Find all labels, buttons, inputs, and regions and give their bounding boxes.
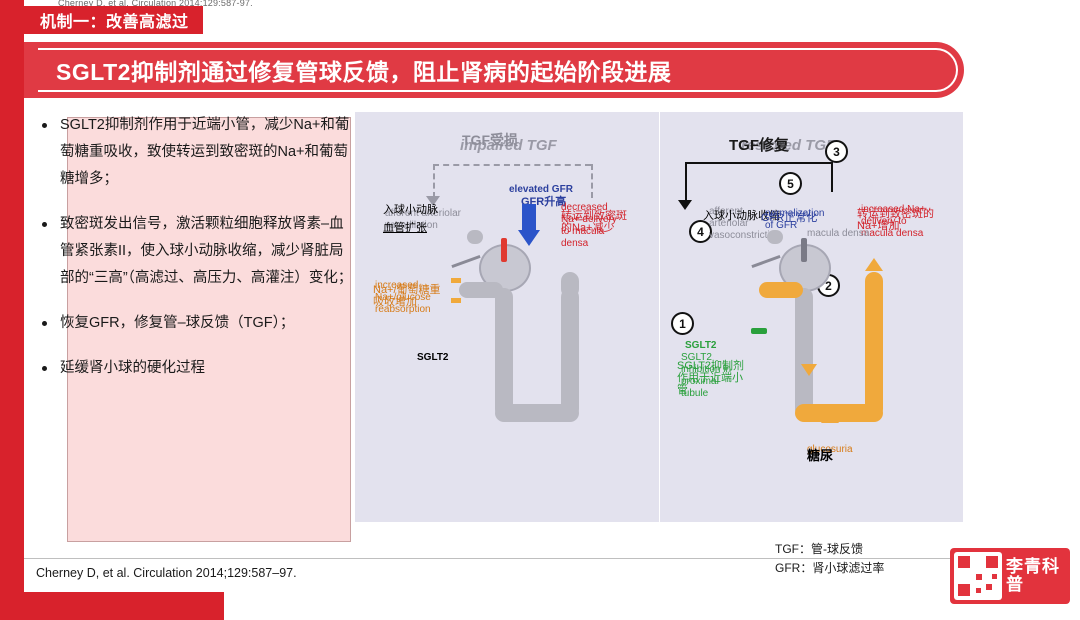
increased-na-glucose-cn-label: Na+/葡萄糖重吸收增加 xyxy=(373,284,441,308)
flow-arrow-right-1 xyxy=(801,364,817,376)
right-header-en: restored TGF xyxy=(741,137,836,154)
step-1-marker: 1 xyxy=(671,312,694,335)
efferent-arteriole-left xyxy=(451,254,481,269)
feedback-arc-right xyxy=(685,162,831,164)
gfr-arrow-shaft-left xyxy=(522,204,536,232)
increased-na-md-cn-label: 转运到致密斑的Na+增加 xyxy=(857,208,934,232)
na-glucose-arrow-left-1 xyxy=(451,278,461,283)
proximal-tubule-right xyxy=(759,282,803,298)
loop-bottom-right xyxy=(795,404,883,422)
sglt2-inhibition-en-label: SGLT2 inhibition in proximal tubule xyxy=(681,352,732,399)
legend-item-gfr: GFR：肾小球滤过率 xyxy=(775,561,885,575)
afferent-arteriole-cn-label: 入球小动脉 xyxy=(383,204,438,216)
afferent-arteriole-right xyxy=(767,230,783,244)
feedback-arc-right-left xyxy=(685,162,687,202)
title-banner-outline xyxy=(38,48,958,92)
right-header-cn: TGF修复 xyxy=(729,137,789,154)
decreased-na-cn-label: 转运到致密斑的Na+减少 xyxy=(561,210,627,234)
afferent-arteriole-cn2-label: 血管扩张 xyxy=(383,222,427,234)
increased-na-md-en-label: increased Na+ delivery to macula densa xyxy=(861,204,926,239)
increased-na-glucose-en-label: increased Na+/glucose reabsorption xyxy=(375,280,431,315)
proximal-tubule-left xyxy=(459,282,503,298)
bullets-highlight-box xyxy=(67,117,351,542)
step-4-marker: 4 xyxy=(689,220,712,243)
na-glucose-arrow-left-2 xyxy=(451,298,461,303)
left-header-en: impaired TGF xyxy=(460,137,557,154)
list-item: 恢复GFR，修复管–球反馈（TGF）； xyxy=(34,310,354,337)
efferent-arteriole-right xyxy=(751,254,781,269)
step-5-marker: 5 xyxy=(779,172,802,195)
dashed-arrow-head xyxy=(426,196,440,206)
feedback-arrow-head-right xyxy=(678,200,692,210)
loop-bottom-left xyxy=(495,404,579,422)
abbreviation-legend: TGF：管-球反馈 GFR：肾小球滤过率 xyxy=(775,540,955,578)
footer-divider xyxy=(24,558,1054,559)
macula-densa-marker-right xyxy=(801,238,807,262)
dashed-arc-right xyxy=(591,164,593,198)
citation: Cherney D, et al. Circulation 2014;129:5… xyxy=(36,566,297,580)
top-citation: Cherney D, et al. Circulation 2014;129:5… xyxy=(58,0,253,8)
sglt2-label-right: SGLT2 xyxy=(685,340,717,351)
distal-tubule-left xyxy=(561,272,579,298)
feedback-arc-right-right xyxy=(831,162,833,192)
title-banner: SGLT2抑制剂通过修复管球反馈，阻止肾病的起始阶段进展 xyxy=(24,42,964,98)
glucosuria-cn-label: 糖尿 xyxy=(807,448,834,463)
brand-logo: 李青科普 xyxy=(950,548,1070,610)
ascending-limb-left xyxy=(561,288,579,418)
list-item: SGLT2抑制剂作用于近端小管，减少Na+和葡萄糖重吸收，致使转运到致密斑的Na… xyxy=(34,112,354,193)
normalization-gfr-en-label: normalization of GFR xyxy=(765,208,825,231)
legend-item-tgf: TGF：管-球反馈 xyxy=(775,542,863,556)
descending-limb-left xyxy=(495,288,513,418)
ascending-limb-right xyxy=(865,272,883,418)
list-item: 致密斑发出信号，激活颗粒细胞释放肾素–血管紧张素II，使入球小动脉收缩，减少肾脏… xyxy=(34,211,354,292)
normalization-gfr-cn-label: GFR正常化 xyxy=(761,212,818,224)
elevated-gfr-en-label: elevated GFR xyxy=(509,184,573,195)
dashed-arc-left xyxy=(433,164,435,198)
afferent-arteriole-left xyxy=(467,230,483,244)
gfr-arrow-head-left xyxy=(518,230,540,246)
left-header-cn: TGF受损 xyxy=(462,132,518,148)
sglt2-block-marker xyxy=(751,328,767,334)
nephron-diagram: impaired TGF TGF受损 afferent arteriolar v… xyxy=(355,112,963,522)
sglt2-inhibition-cn-label: SGLT2抑制剂作用于近端小管 xyxy=(677,360,745,396)
na-delivery-arrow-right xyxy=(865,258,883,271)
sglt2-label-left: SGLT2 xyxy=(417,352,449,363)
logo-text: 李青科普 xyxy=(1006,557,1060,594)
bottom-red-bar xyxy=(24,592,224,620)
glucosuria-en-label: glucosuria xyxy=(807,444,853,455)
left-red-bar xyxy=(0,0,24,620)
list-item: 延缓肾小球的硬化过程 xyxy=(34,355,354,382)
descending-limb-right xyxy=(795,288,813,418)
mechanism-tag: 机制一：改善高滤过 xyxy=(24,6,203,34)
panel-divider xyxy=(659,112,660,522)
qr-code-icon xyxy=(954,552,1002,600)
afferent-arteriole-en-label: afferent arteriolar vasodilation xyxy=(385,208,461,231)
macula-densa-marker-left xyxy=(501,238,507,262)
afferent-vasoconstriction-en-label: afferent arteriolar vasoconstriction xyxy=(709,206,781,241)
decreased-na-en-label: decreased Na+ delivery to macula densa xyxy=(561,202,617,249)
step-3-marker: 3 xyxy=(825,140,848,163)
dashed-arc xyxy=(433,164,591,166)
flow-arrow-right-2 xyxy=(821,410,839,423)
macula-densa-label: macula densa xyxy=(807,228,870,239)
afferent-vasoconstriction-cn-label: 入球小动脉收缩 xyxy=(703,210,780,222)
bullet-list: SGLT2抑制剂作用于近端小管，减少Na+和葡萄糖重吸收，致使转运到致密斑的Na… xyxy=(34,112,354,542)
page-title: SGLT2抑制剂通过修复管球反馈，阻止肾病的起始阶段进展 xyxy=(56,59,672,85)
